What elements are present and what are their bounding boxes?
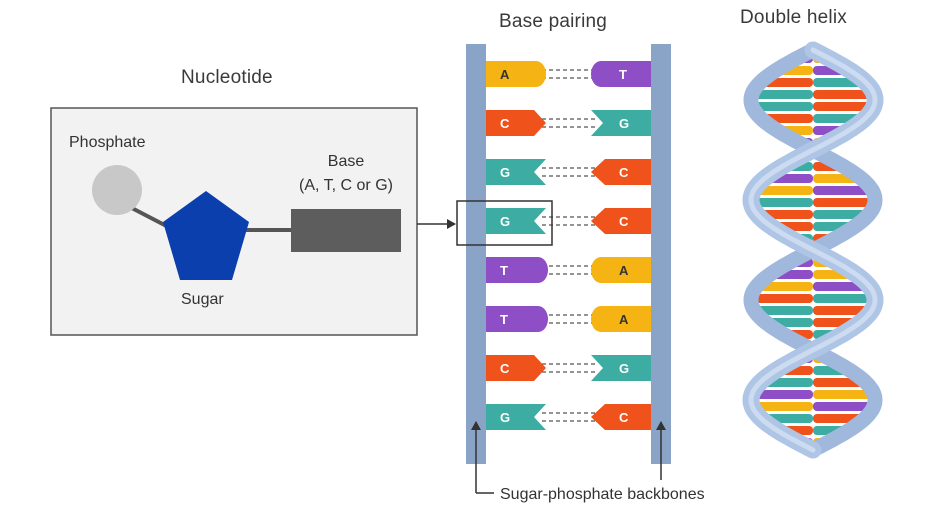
- helix-rung: [813, 390, 874, 399]
- helix-strand-front: [742, 41, 884, 459]
- nucleotide-title: Nucleotide: [181, 67, 273, 88]
- sugar-pentagon: [163, 191, 249, 280]
- double-helix-title: Double helix: [740, 7, 847, 28]
- base-right-letter: G: [619, 116, 629, 131]
- base-left-shape: [486, 61, 546, 87]
- base-left-shape: [486, 257, 548, 283]
- helix-rung: [754, 306, 813, 315]
- helix-rung: [813, 294, 875, 303]
- base-left-letter: G: [500, 214, 510, 229]
- double-helix: [742, 41, 884, 459]
- helix-rung: [813, 402, 874, 411]
- helix-rung: [752, 102, 813, 111]
- right-backbone: [651, 44, 671, 464]
- helix-strand-highlight: [748, 47, 878, 453]
- base-block: [291, 209, 401, 252]
- base-left-letter: T: [500, 263, 508, 278]
- base-left-shape: [486, 110, 546, 136]
- phosphate-circle: [92, 165, 142, 215]
- left-backbone: [466, 44, 486, 464]
- base-right-letter: C: [619, 410, 629, 425]
- helix-rung: [752, 390, 813, 399]
- nucleotide-panel: Phosphate Sugar Base (A, T, C or G): [50, 107, 418, 336]
- base-right-letter: T: [619, 67, 627, 82]
- base-right-shape: [591, 306, 651, 332]
- sugar-label: Sugar: [181, 291, 224, 308]
- helix-rung: [813, 102, 874, 111]
- helix-rung: [752, 402, 813, 411]
- helix-rung: [756, 282, 813, 291]
- base-left-letter: T: [500, 312, 508, 327]
- base-pairing-title: Base pairing: [499, 11, 608, 32]
- base-options-label: (A, T, C or G): [299, 177, 393, 194]
- base-right-shape: [591, 208, 651, 234]
- highlight-box: [456, 200, 553, 246]
- base-left-shape: [486, 306, 548, 332]
- helix-rung: [813, 90, 874, 99]
- base-left-letter: C: [500, 361, 510, 376]
- backbone-callout: Sugar-phosphate backbones: [471, 421, 705, 503]
- base-left-shape: [486, 159, 546, 185]
- helix-rung: [752, 90, 813, 99]
- base-right-shape: [591, 110, 651, 136]
- backbone-label: Sugar-phosphate backbones: [500, 486, 705, 503]
- base-right-letter: A: [619, 312, 629, 327]
- base-left-letter: G: [500, 165, 510, 180]
- base-left-shape: [486, 208, 546, 234]
- helix-rung: [813, 198, 875, 207]
- helix-rung: [751, 198, 813, 207]
- base-right-shape: [591, 257, 651, 283]
- base-left-letter: G: [500, 410, 510, 425]
- helix-rung: [813, 210, 870, 219]
- helix-rung: [813, 306, 872, 315]
- base-label: Base: [328, 153, 365, 170]
- base-left-letter: A: [500, 67, 510, 82]
- base-right-letter: A: [619, 263, 629, 278]
- base-right-shape: [591, 159, 651, 185]
- base-right-shape: [591, 355, 651, 381]
- helix-rung: [751, 294, 813, 303]
- base-left-letter: C: [500, 116, 510, 131]
- base-left-shape: [486, 404, 546, 430]
- helix-rung: [813, 186, 872, 195]
- base-right-letter: G: [619, 361, 629, 376]
- helix-rung: [754, 186, 813, 195]
- base-left-shape: [486, 355, 546, 381]
- base-right-shape: [591, 61, 651, 87]
- base-right-letter: C: [619, 214, 629, 229]
- phosphate-label: Phosphate: [69, 134, 146, 151]
- base-right-letter: C: [619, 165, 629, 180]
- base-right-shape: [591, 404, 651, 430]
